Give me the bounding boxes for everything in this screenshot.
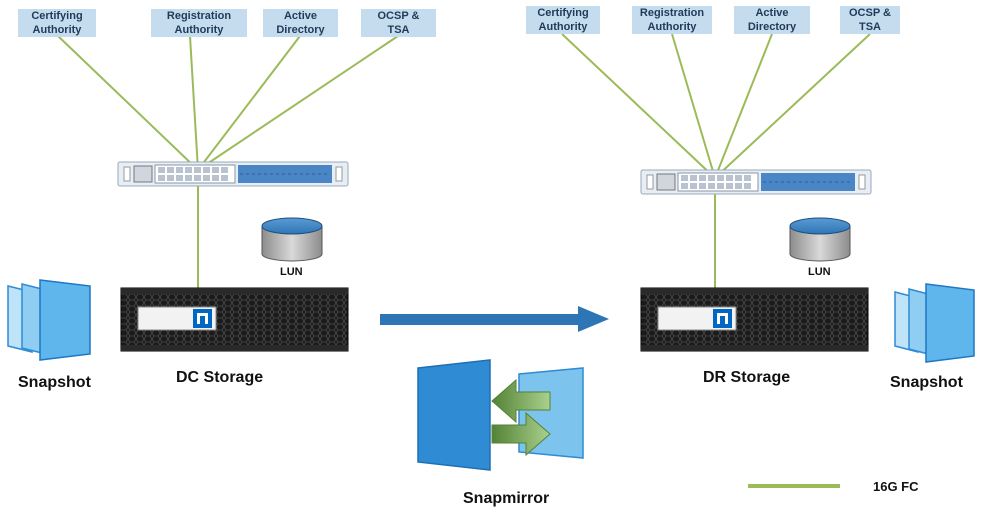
snapmirror-icon: [417, 359, 584, 471]
service-label-line2: Directory: [747, 21, 797, 33]
service-label-line2: TSA: [387, 24, 410, 36]
right-service-registration-authority: Registration Authority: [632, 6, 712, 34]
right-service-ocsp-tsa: OCSP & TSA: [840, 6, 900, 34]
right-storage-array: [640, 287, 869, 352]
fc-line: [197, 35, 301, 171]
service-label-line2: Directory: [276, 24, 325, 36]
left-service-active-directory: Active Directory: [263, 9, 338, 37]
fc-line: [57, 35, 199, 171]
service-label-line1: Active: [755, 7, 789, 19]
service-label-line1: Registration: [639, 7, 705, 19]
snapmirror-label: Snapmirror: [463, 490, 550, 507]
fc-line: [714, 33, 871, 179]
left-storage-label: DC Storage: [176, 369, 264, 386]
right-storage-label: DR Storage: [703, 369, 791, 386]
fc-line: [197, 35, 399, 171]
service-label-line1: Certifying: [537, 7, 589, 19]
service-label-line1: OCSP &: [849, 7, 891, 19]
legend-label: 16G FC: [873, 479, 919, 494]
service-label-line1: Registration: [166, 10, 232, 22]
right-service-certifying-authority: Certifying Authority: [526, 6, 600, 34]
left-snapshot-label: Snapshot: [18, 374, 91, 391]
service-label-line1: OCSP &: [377, 10, 420, 22]
left-lun-label: LUN: [280, 266, 303, 278]
service-label-line2: Authority: [32, 24, 82, 36]
left-fc-switch: [117, 161, 349, 187]
right-service-active-directory: Active Directory: [734, 6, 810, 34]
left-snapshot-icon: [7, 279, 91, 361]
left-service-ocsp-tsa: OCSP & TSA: [361, 9, 436, 37]
service-label-line1: Certifying: [31, 10, 83, 22]
left-lun-icon: [261, 217, 323, 262]
netapp-logo-icon: [193, 309, 212, 328]
right-lun-label: LUN: [808, 266, 831, 278]
left-fc-lines: [57, 35, 399, 292]
fc-line: [714, 33, 773, 179]
right-fc-switch: [640, 169, 872, 195]
service-label-line2: Authority: [174, 24, 224, 36]
fc-line: [561, 33, 716, 179]
left-storage-array: [120, 287, 349, 352]
netapp-logo-icon: [713, 309, 732, 328]
left-service-certifying-authority: Certifying Authority: [18, 9, 96, 37]
right-snapshot-icon: [894, 283, 975, 363]
service-label-line2: Authority: [647, 21, 697, 33]
fc-line: [189, 35, 199, 171]
right-fc-lines: [561, 33, 871, 292]
right-snapshot-label: Snapshot: [890, 374, 963, 391]
left-service-registration-authority: Registration Authority: [151, 9, 247, 37]
service-label-line1: Active: [283, 10, 318, 22]
fc-line: [671, 33, 716, 179]
service-label-line2: Authority: [538, 21, 588, 33]
service-label-line2: TSA: [859, 21, 881, 33]
replication-arrow: [380, 306, 609, 332]
right-lun-icon: [789, 217, 851, 262]
